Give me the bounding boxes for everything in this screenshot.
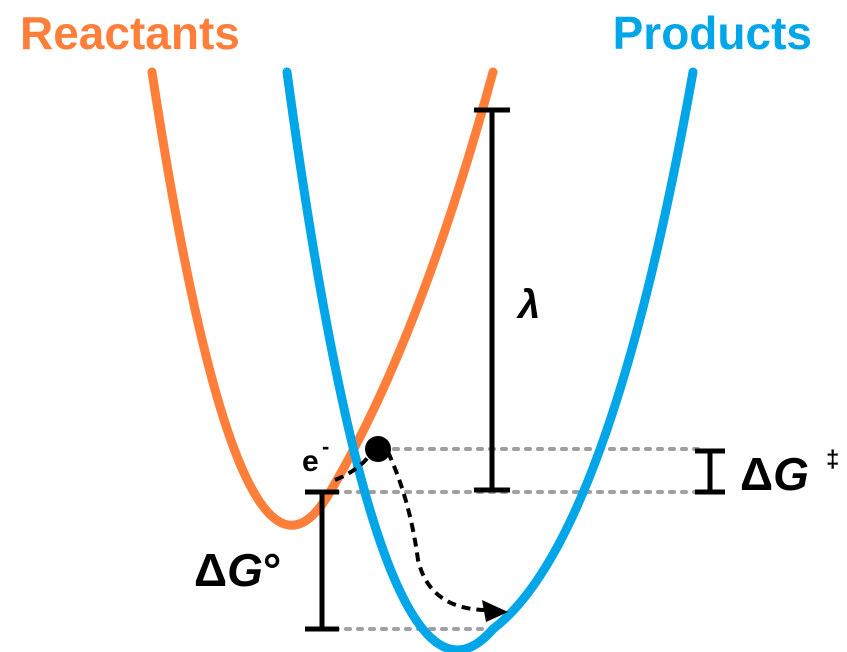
delta-g-activation-dagger: ‡ [826,446,839,473]
electron-label: e [302,445,319,478]
electron-charge: - [322,434,329,459]
reactants-title: Reactants [20,7,240,59]
lambda-bar [474,107,510,493]
electron-dot [365,436,391,462]
arrow-head [482,600,508,622]
electron-approach-path [334,450,374,482]
lambda-label: λ [516,283,540,327]
products-title: Products [613,7,812,59]
delta-g-standard-bar [305,489,339,632]
products-curve [282,67,698,652]
delta-g-activation-label: ΔG [740,448,809,500]
delta-g-activation-bar [695,448,725,495]
delta-g-standard-label: ΔG° [194,544,281,596]
electron-descent-path [386,451,489,612]
